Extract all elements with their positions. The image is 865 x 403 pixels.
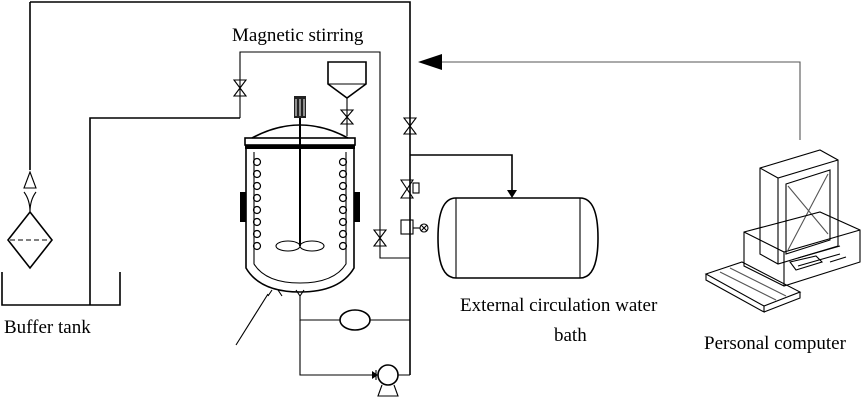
water-bath-tank-icon — [437, 197, 599, 279]
impeller-stirrer-icon — [275, 96, 325, 252]
flowmeter-icon — [339, 309, 371, 331]
valve-icon — [372, 229, 388, 247]
magnetic-stirring-label: Magnetic stirring — [232, 25, 364, 46]
personal-computer-icon — [704, 149, 861, 313]
return-line — [30, 1, 411, 110]
valve-icon — [402, 117, 418, 135]
pump-icon — [372, 364, 399, 397]
valve-icon — [400, 219, 429, 235]
buffer-tank-label: Buffer tank — [4, 317, 91, 338]
valve-icon — [232, 79, 248, 97]
buffer-tank — [1, 117, 240, 306]
signal-arrow-icon — [418, 54, 801, 140]
valve-icon — [399, 179, 420, 199]
bottom-loop — [299, 296, 410, 321]
jacketed-reactor-icon — [235, 124, 360, 346]
filter-icon — [6, 2, 54, 270]
personal-computer-label: Personal computer — [704, 333, 846, 354]
bath-feed-line — [410, 154, 513, 196]
pump-line — [299, 320, 410, 376]
feed-hopper-icon — [327, 61, 367, 136]
stirring-loop — [239, 51, 410, 259]
water-bath-label-line1: External circulation water — [460, 295, 658, 316]
water-bath-label-line2: bath — [554, 325, 587, 346]
